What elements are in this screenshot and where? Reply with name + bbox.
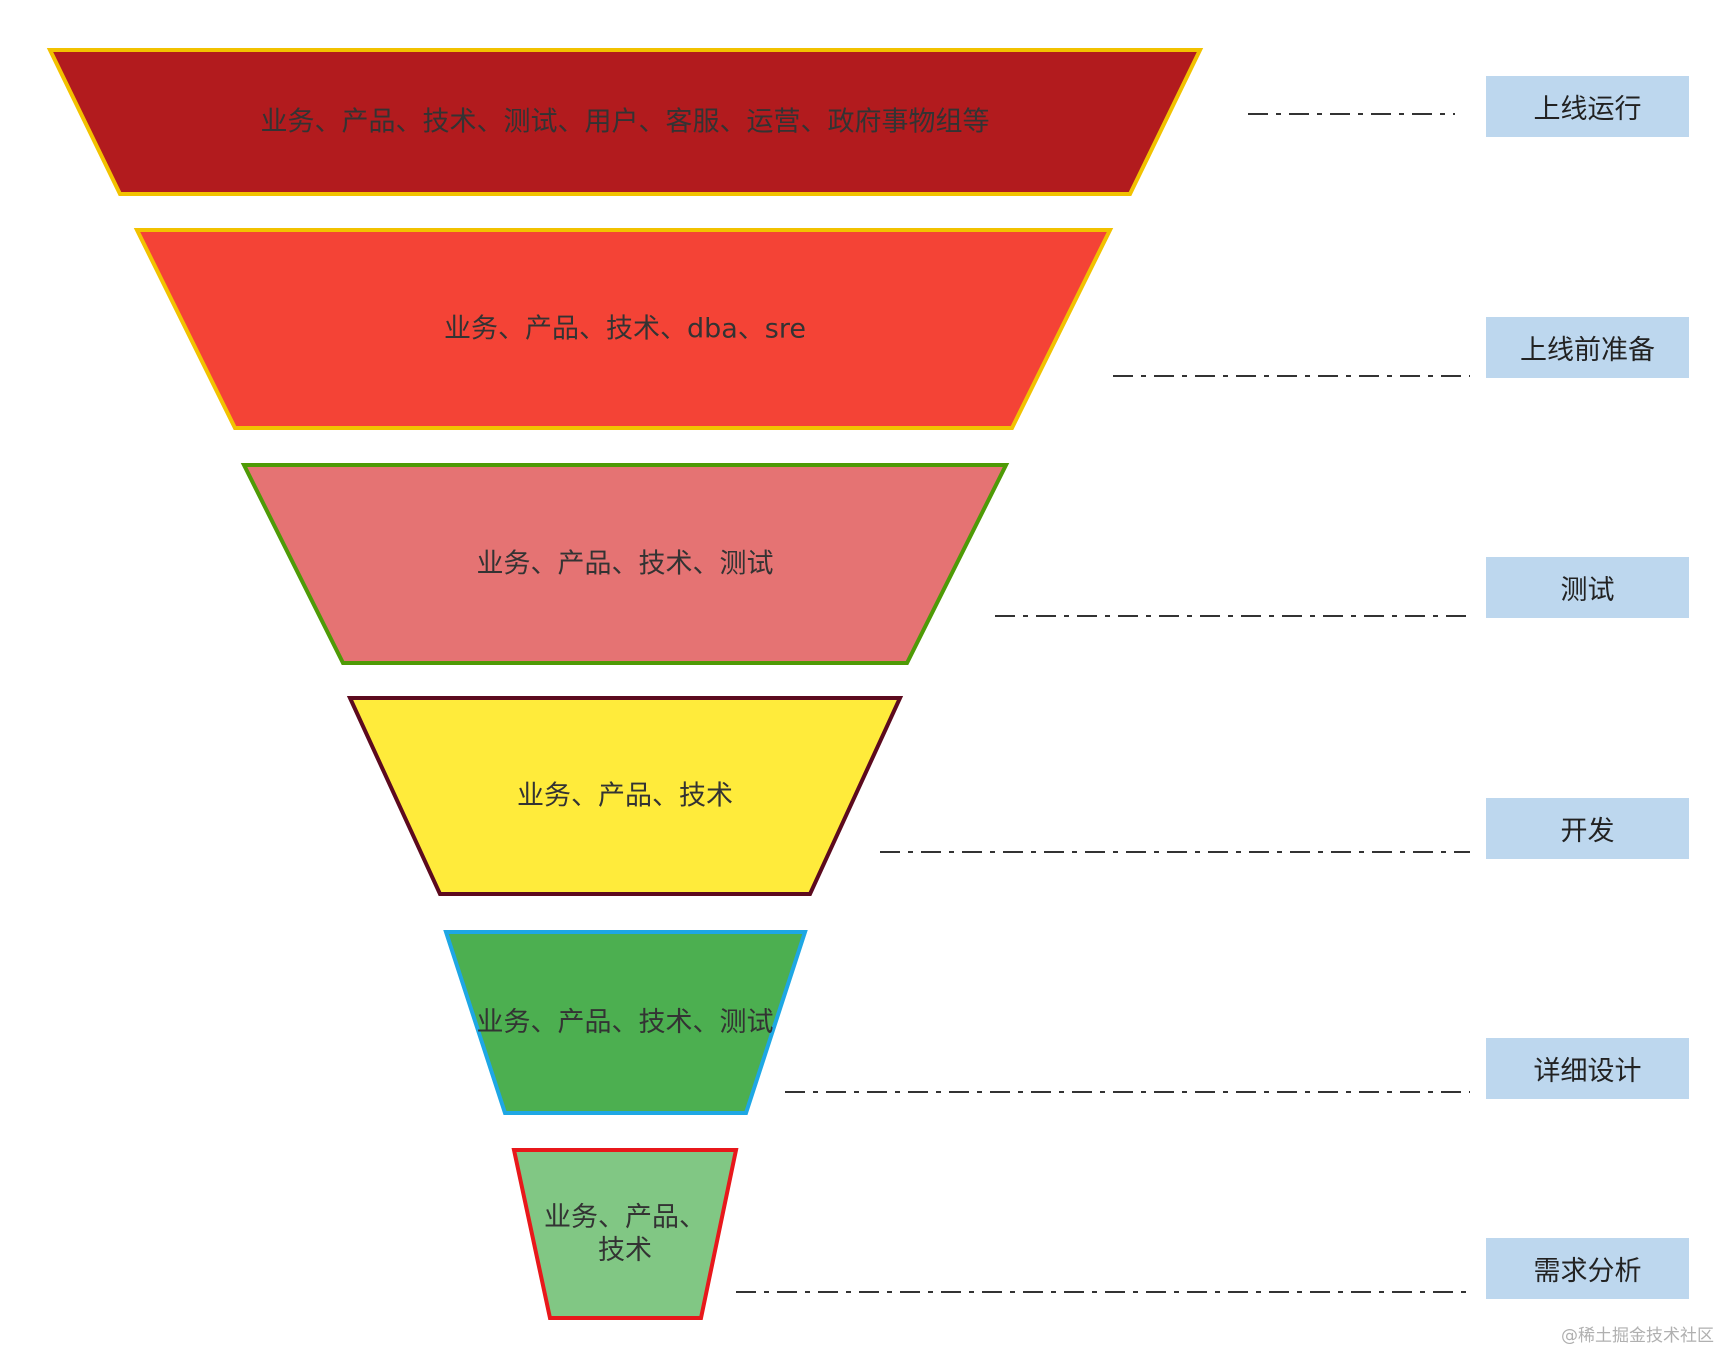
stage-box-5: 详细设计 [1486, 1038, 1689, 1099]
funnel-tier-5 [443, 930, 808, 1115]
watermark: @稀土掘金技术社区 [1561, 1326, 1714, 1346]
funnel-tier-4 [346, 696, 904, 896]
funnel-tier-3 [240, 463, 1010, 665]
stage-box-6: 需求分析 [1486, 1238, 1689, 1299]
stage-box-2: 上线前准备 [1486, 317, 1689, 378]
funnel: 业务、产品、技术、测试、用户、客服、运营、政府事物组等业务、产品、技术、dba、… [46, 48, 1204, 1320]
funnel-tier-2 [133, 228, 1114, 430]
funnel-tier-4-label: 业务、产品、技术 [517, 781, 733, 812]
funnel-tier-6-label: 业务、产品、 [544, 1202, 706, 1233]
funnel-tier-1 [46, 48, 1204, 196]
stage-box-4: 开发 [1486, 798, 1689, 859]
funnel-tier-2-label: 业务、产品、技术、dba、sre [444, 314, 806, 345]
funnel-tier-3-label: 业务、产品、技术、测试 [477, 549, 774, 580]
stage-box-3: 测试 [1486, 557, 1689, 618]
funnel-tier-6-label: 技术 [598, 1235, 652, 1266]
connector-lines [736, 113, 1470, 1293]
funnel-tier-6 [511, 1148, 739, 1320]
funnel-tier-1-label: 业务、产品、技术、测试、用户、客服、运营、政府事物组等 [261, 107, 990, 138]
stage-box-1: 上线运行 [1486, 76, 1689, 137]
funnel-tier-5-label: 业务、产品、技术、测试 [477, 1007, 774, 1038]
